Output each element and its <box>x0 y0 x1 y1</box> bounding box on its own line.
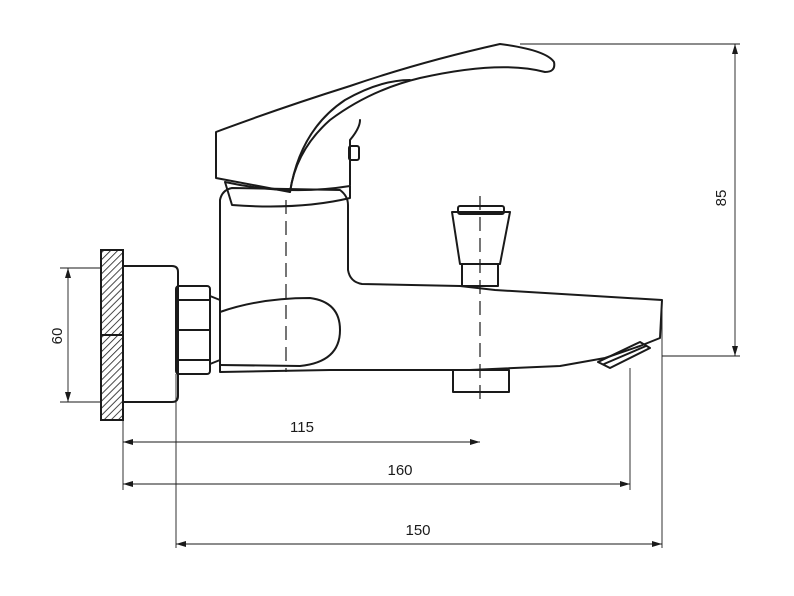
dimension-60: 60 <box>49 268 71 402</box>
dimension-160-label: 160 <box>387 462 412 479</box>
extension-lines <box>60 43 740 548</box>
wall-plate <box>100 249 124 421</box>
spout-aerator <box>597 341 651 369</box>
faucet-body <box>219 181 663 373</box>
hex-nut-connector <box>175 285 221 375</box>
bottom-outlet-nut <box>452 369 510 393</box>
dimension-150-label: 150 <box>405 522 430 539</box>
center-lines <box>285 196 481 400</box>
rosette-flange <box>122 265 179 403</box>
dimension-150: 150 <box>176 522 662 547</box>
dimension-115: 115 <box>123 419 480 445</box>
dimension-85: 85 <box>713 44 738 356</box>
dimension-115-label: 115 <box>290 419 314 436</box>
lever-handle <box>215 43 556 193</box>
dimension-160: 160 <box>123 462 630 487</box>
diverter-knob <box>451 205 511 287</box>
dimension-85-label: 85 <box>713 190 730 207</box>
dimension-60-label: 60 <box>49 328 66 345</box>
